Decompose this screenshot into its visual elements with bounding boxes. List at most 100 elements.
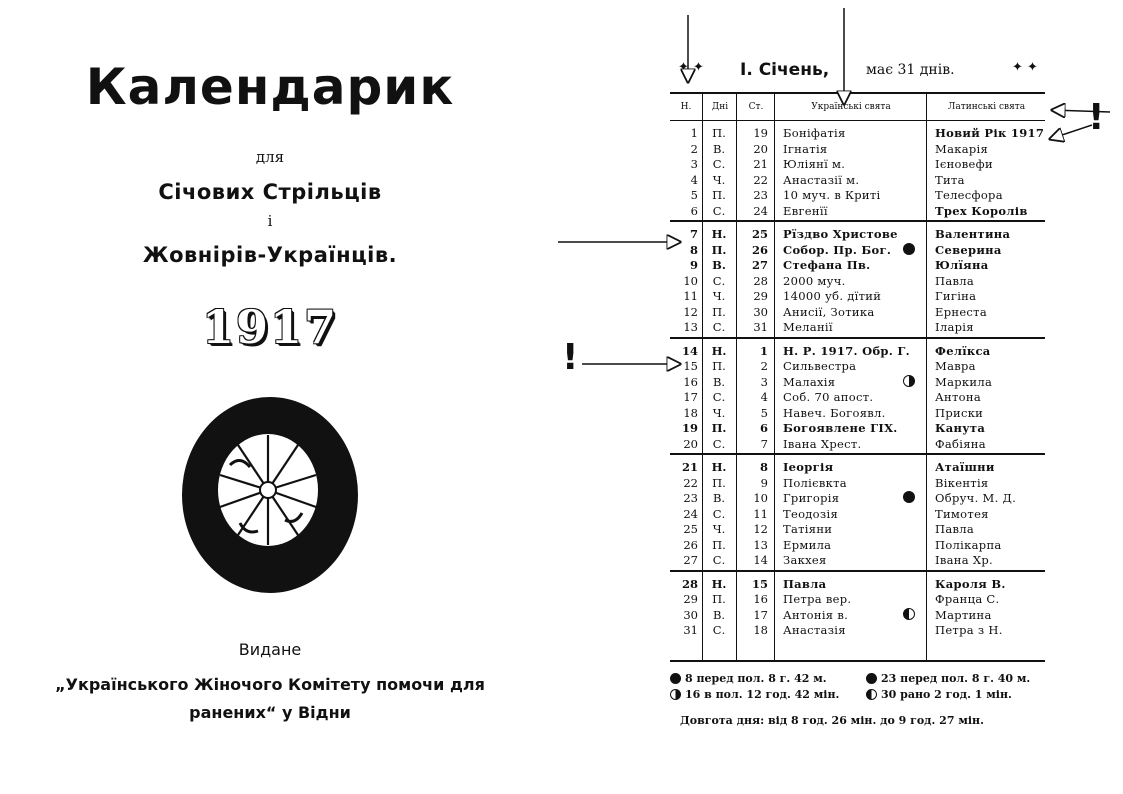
weekday: С. [712,157,726,171]
weekday: С. [712,390,726,404]
latin-feast: Вікентія [935,475,989,490]
ukrainian-feast: Григорія [783,491,840,505]
rule-bottom [670,660,1045,662]
day-number: 13 [683,320,698,334]
subtitle-line-2: Жовнірів-Українців. [142,243,398,267]
day-number: 4 [690,172,698,187]
weekday: П. [711,421,727,435]
col-divider-4 [926,92,927,660]
week-divider [670,336,1045,339]
old-style-date: 28 [753,273,768,288]
ukrainian-feast: Ермила [783,537,832,552]
latin-feast: Северина [935,242,1002,257]
weekday: П. [712,359,726,373]
weekday: В. [712,141,726,156]
latin-feast: Мартина [935,607,992,622]
phase-last-quarter-text: 16 в пол. 12 год. 42 мін. [685,688,840,701]
day-number: 11 [683,289,698,303]
for-word: для [255,148,285,166]
new-moon-icon [903,491,915,503]
latin-feast: Павла [935,273,975,288]
latin-feast: Івана Хр. [935,553,993,567]
latin-feast: Іларія [935,320,974,334]
weekday: П. [712,475,726,490]
weekday: С. [712,203,726,218]
day-number: 22 [683,475,698,490]
day-number: 14 [681,343,698,358]
old-style-date: 25 [751,227,768,241]
ukrainian-feast: 10 муч. в Криті [783,188,881,202]
publisher-line-2: ранених“ у Відни [189,703,351,722]
phase-full-text: 8 перед пол. 8 г. 42 м. [685,672,827,685]
weekday: П. [712,304,726,319]
ukrainian-feast: Антонія в. [783,607,849,622]
old-style-date: 7 [760,436,768,451]
weekday: Ч. [712,172,726,187]
ukrainian-feast: Татіяни [783,522,833,536]
latin-feast: Новий Рік 1917 [935,126,1045,140]
latin-feast: Макарія [935,141,989,156]
latin-feast: Фабіяна [935,436,986,451]
weekday: С. [712,320,726,334]
latin-feast: Приски [935,405,984,420]
published-label: Видане [238,640,302,659]
old-style-date: 9 [760,475,768,490]
weekday: П. [711,242,727,257]
old-style-date: 6 [759,421,768,435]
ukrainian-feast: Анастазії м. [783,172,860,187]
latin-feast: Телесфора [935,188,1003,202]
week-divider [670,569,1045,572]
latin-feast: Трех Королів [935,203,1028,218]
phase-new: 23 перед пол. 8 г. 40 м. [866,672,1030,685]
old-style-date: 19 [753,126,768,140]
weekday: Н. [711,576,727,591]
subtitle-line-1: Січових Стрільців [158,180,382,204]
old-style-date: 4 [760,390,768,404]
ukrainian-feast: Стефана Пв. [783,258,871,272]
old-style-date: 16 [753,592,768,606]
header-day: Н. [680,102,692,112]
weekday: С. [712,623,726,637]
latin-feast: Франца С. [935,592,1000,606]
old-style-date: 31 [753,320,768,334]
day-number: 2 [690,141,698,156]
old-style-date: 29 [753,289,768,303]
day-number: 16 [683,374,698,389]
col-divider-3 [774,92,775,660]
latin-feast: Полікарпа [935,537,1002,552]
ukrainian-feast: 14000 уб. дїтий [783,289,882,303]
ornament-right: ✦ ✦ [1012,60,1038,75]
latin-feast: Обруч. М. Д. [935,491,1017,505]
weekday: В. [712,374,726,389]
rosette-emblem [182,397,358,593]
ukrainian-feast: Н. Р. 1917. Обр. Г. [783,343,910,358]
full-moon-icon [903,242,915,255]
ukrainian-feast: Іеоргія [783,460,834,474]
col-divider-1 [702,92,703,660]
old-style-date: 8 [759,460,768,474]
new-moon-icon [866,673,877,684]
day-number: 24 [683,506,698,521]
latin-feast: Кароля В. [935,576,1006,591]
latin-feast: Павла [935,522,975,536]
arrow-left-new-year [1050,124,1093,139]
old-style-date: 15 [751,576,768,591]
old-style-date: 11 [753,506,768,521]
month-label: I. Січень, [740,60,830,80]
weekday: Н. [711,343,727,358]
phase-last-quarter: 16 в пол. 12 год. 42 мін. [670,688,839,701]
first-quarter-moon-icon [903,607,915,620]
old-style-date: 24 [753,203,768,218]
old-style-date: 17 [753,607,768,622]
old-style-date: 21 [753,157,768,171]
ukrainian-feast: Закхея [783,553,827,567]
last-quarter-moon-icon [903,374,915,387]
